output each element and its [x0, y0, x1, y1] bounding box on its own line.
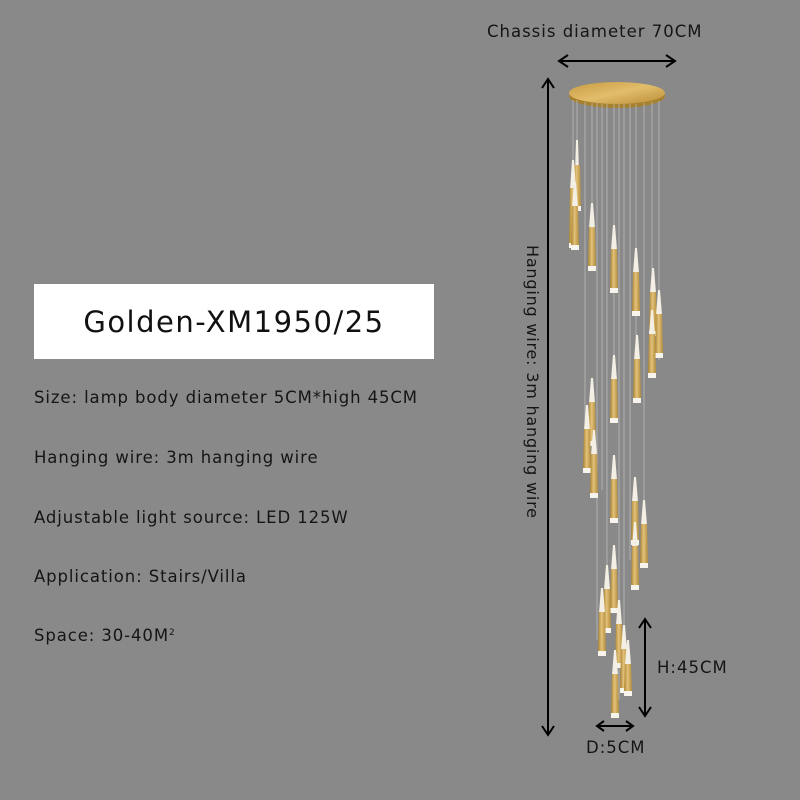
double-arrow-horizontal-icon — [557, 54, 677, 68]
spec-light-source: Adjustable light source: LED 125W — [34, 508, 349, 527]
double-arrow-vertical-icon — [541, 77, 555, 737]
diameter-arrow-icon — [595, 720, 635, 732]
chassis-disc — [569, 82, 665, 108]
spec-space-text: Space: 30-40M — [34, 626, 169, 645]
pendant-height-label: H:45CM — [657, 658, 728, 677]
chassis-diameter-label: Chassis diameter 70CM — [487, 22, 703, 41]
spec-space: Space: 30-40M2 — [34, 626, 176, 645]
height-arrow-icon — [638, 617, 652, 718]
spec-application: Application: Stairs/Villa — [34, 567, 247, 586]
product-title: Golden-XM1950/25 — [83, 304, 385, 339]
spec-space-superscript: 2 — [168, 628, 176, 638]
spec-hanging-wire: Hanging wire: 3m hanging wire — [34, 448, 319, 467]
hanging-wire-label: Hanging wire: 3m hanging wire — [523, 245, 542, 519]
pendant-diameter-label: D:5CM — [586, 738, 646, 757]
pendant-lights — [569, 140, 663, 718]
product-title-box: Golden-XM1950/25 — [34, 284, 434, 359]
spec-size: Size: lamp body diameter 5CM*high 45CM — [34, 388, 418, 407]
